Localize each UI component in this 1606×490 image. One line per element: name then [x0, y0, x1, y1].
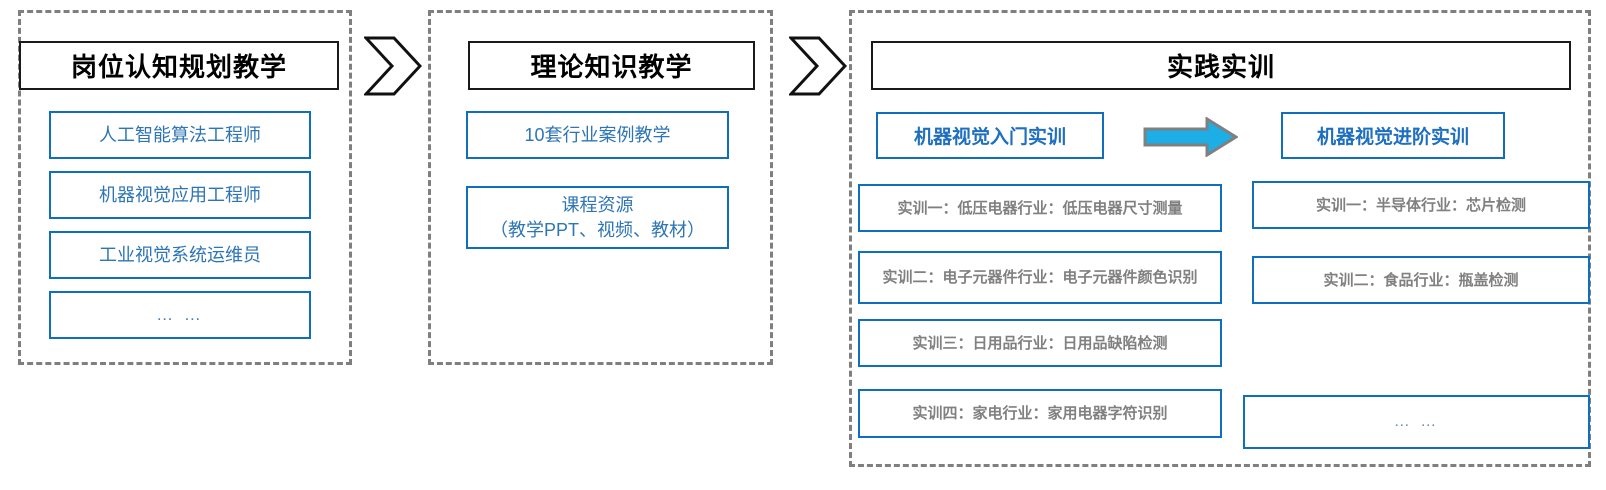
training-item-low-voltage-measurement[interactable]: 实训一：低压电器行业：低压电器尺寸测量 — [858, 184, 1222, 232]
role-box-ellipsis: … … — [49, 291, 311, 339]
stage-panel-job-cognition — [18, 10, 352, 365]
role-box-machine-vision-engineer[interactable]: 机器视觉应用工程师 — [49, 171, 311, 219]
training-item-daily-goods-defect[interactable]: 实训三：日用品行业：日用品缺陷检测 — [858, 319, 1222, 367]
stage-title-practical-training: 实践实训 — [871, 41, 1571, 90]
training-item-electronic-component-color[interactable]: 实训二：电子元器件行业：电子元器件颜色识别 — [858, 251, 1222, 304]
role-box-ai-algorithm-engineer[interactable]: 人工智能算法工程师 — [49, 111, 311, 159]
chevron-right-icon — [364, 36, 422, 96]
track-header-machine-vision-advanced[interactable]: 机器视觉进阶实训 — [1281, 112, 1505, 159]
stage-panel-practical-training — [849, 10, 1591, 467]
theory-box-course-resources[interactable]: 课程资源 （教学PPT、视频、教材） — [466, 186, 729, 249]
role-box-industrial-vision-operator[interactable]: 工业视觉系统运维员 — [49, 231, 311, 279]
track-header-machine-vision-basic[interactable]: 机器视觉入门实训 — [876, 112, 1104, 159]
stage-panel-theory — [428, 10, 773, 365]
theory-box-industry-cases[interactable]: 10套行业案例教学 — [466, 111, 729, 159]
training-item-ellipsis: … … — [1243, 395, 1590, 449]
chevron-right-icon — [789, 36, 847, 96]
training-item-semiconductor-chip-inspection[interactable]: 实训一：半导体行业：芯片检测 — [1252, 181, 1590, 229]
stage-title-job-cognition: 岗位认知规划教学 — [19, 41, 339, 90]
training-item-food-bottlecap-inspection[interactable]: 实训二：食品行业：瓶盖检测 — [1252, 256, 1590, 304]
training-item-appliance-character-recognition[interactable]: 实训四：家电行业：家用电器字符识别 — [858, 389, 1222, 438]
stage-title-theory: 理论知识教学 — [468, 41, 755, 90]
right-arrow-icon — [1143, 117, 1238, 157]
